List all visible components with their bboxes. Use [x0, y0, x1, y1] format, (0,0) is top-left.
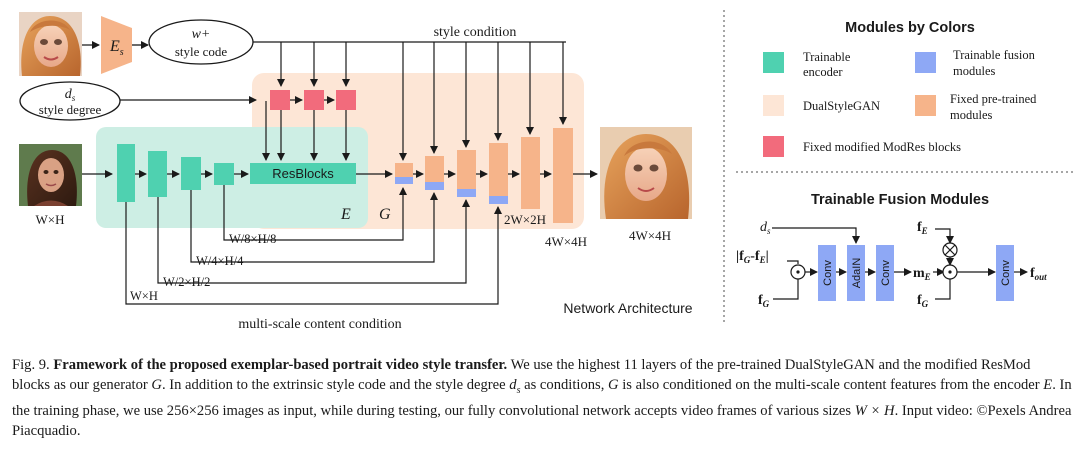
svg-text:modules: modules [953, 64, 995, 78]
input-size-label: W×H [36, 212, 65, 227]
fusion-conv-2 [876, 245, 894, 301]
legend-item-fixed-pretrained: Fixed pre-trained modules [915, 92, 1037, 122]
encoder-E-label: E [340, 206, 351, 223]
legend-title: Modules by Colors [845, 20, 975, 36]
output-size-label: 4W×4H [629, 228, 671, 243]
style-degree-node [19, 81, 121, 121]
generator-layer-2 [425, 156, 444, 182]
architecture-figure: Es w+ style code style condition ds styl… [19, 10, 1076, 332]
generator-layer-1 [395, 163, 413, 177]
fusion-layer-2 [425, 182, 444, 190]
fusion-fg2-label: fG [917, 293, 929, 309]
output-stylized-frame [600, 127, 692, 219]
input-video-frame [19, 144, 82, 206]
size-4w-label: 4W×4H [545, 234, 587, 249]
fusion-conv-1 [818, 245, 836, 301]
caption-fig-label: Fig. 9. [12, 357, 50, 373]
fusion-conv-3 [996, 245, 1014, 301]
modres-block-1 [270, 90, 290, 110]
caption-title: Framework of the proposed exemplar-based… [53, 357, 508, 373]
network-architecture-label: Network Architecture [563, 300, 692, 316]
fusion-panel-title: Trainable Fusion Modules [811, 192, 989, 208]
style-encoder-label: Es [109, 38, 124, 58]
svg-text:Conv: Conv [880, 260, 892, 286]
modres-block-2 [304, 90, 324, 110]
resblocks-block [250, 163, 356, 184]
fusion-ds-label: ds [760, 220, 771, 236]
svg-text:DualStyleGAN: DualStyleGAN [803, 99, 880, 113]
legend-item-dualstylegan: DualStyleGAN [763, 95, 880, 116]
fusion-adain [847, 245, 865, 301]
generator-layer-5 [521, 137, 540, 209]
svg-text:Trainable: Trainable [803, 50, 851, 64]
figure-caption: Fig. 9. Framework of the proposed exempl… [12, 357, 1072, 439]
legend-item-trainable-encoder: Trainable encoder [763, 50, 851, 79]
svg-text:Fixed modified ModRes blocks: Fixed modified ModRes blocks [803, 140, 961, 154]
fusion-layer-1 [395, 177, 413, 184]
generator-layer-6 [553, 128, 573, 223]
encoder-layer-1 [117, 144, 135, 202]
generator-layer-4 [489, 143, 508, 196]
style-condition-label: style condition [434, 25, 517, 40]
legend-item-modres: Fixed modified ModRes blocks [763, 136, 961, 157]
multi-scale-content-label: multi-scale content condition [238, 317, 401, 332]
encoder-layer-4 [214, 163, 234, 185]
style-encoder-block [101, 16, 132, 74]
fusion-fg-label: fG [758, 293, 770, 309]
svg-text:Trainable fusion: Trainable fusion [953, 48, 1036, 62]
scale-w8-label: W/8×H/8 [229, 232, 276, 246]
ds-label: ds [65, 87, 76, 103]
svg-text:Conv: Conv [1000, 260, 1012, 286]
svg-text:Conv: Conv [822, 260, 834, 286]
scale-w1-label: W×H [130, 289, 158, 303]
fusion-diff-label: |fG-fE| [736, 249, 769, 265]
scale-w4-label: W/4×H/4 [196, 254, 244, 268]
generator-G-label: G [379, 206, 391, 223]
svg-text:encoder: encoder [803, 65, 843, 79]
style-exemplar-image [19, 12, 82, 76]
style-degree-label: style degree [39, 102, 102, 117]
generator-layer-3 [457, 150, 476, 189]
resblocks-label: ResBlocks [272, 166, 334, 181]
style-code-label: style code [175, 44, 228, 59]
fusion-me-label: mE [913, 266, 931, 282]
fusion-layer-3 [457, 189, 476, 197]
legend-item-trainable-fusion: Trainable fusion modules [915, 48, 1036, 78]
svg-text:AdaIN: AdaIN [851, 258, 863, 289]
encoder-layer-3 [181, 157, 201, 190]
svg-text:modules: modules [950, 108, 992, 122]
scale-w2-label: W/2×H/2 [163, 275, 210, 289]
modres-block-3 [336, 90, 356, 110]
size-2w-label: 2W×2H [504, 212, 546, 227]
fusion-fout-label: fout [1030, 266, 1047, 282]
encoder-layer-2 [148, 151, 167, 197]
svg-text:Fixed pre-trained: Fixed pre-trained [950, 92, 1037, 106]
fusion-fe-label: fE [917, 220, 928, 236]
fusion-layer-4 [489, 196, 508, 204]
w-plus-label: w+ [192, 27, 211, 42]
